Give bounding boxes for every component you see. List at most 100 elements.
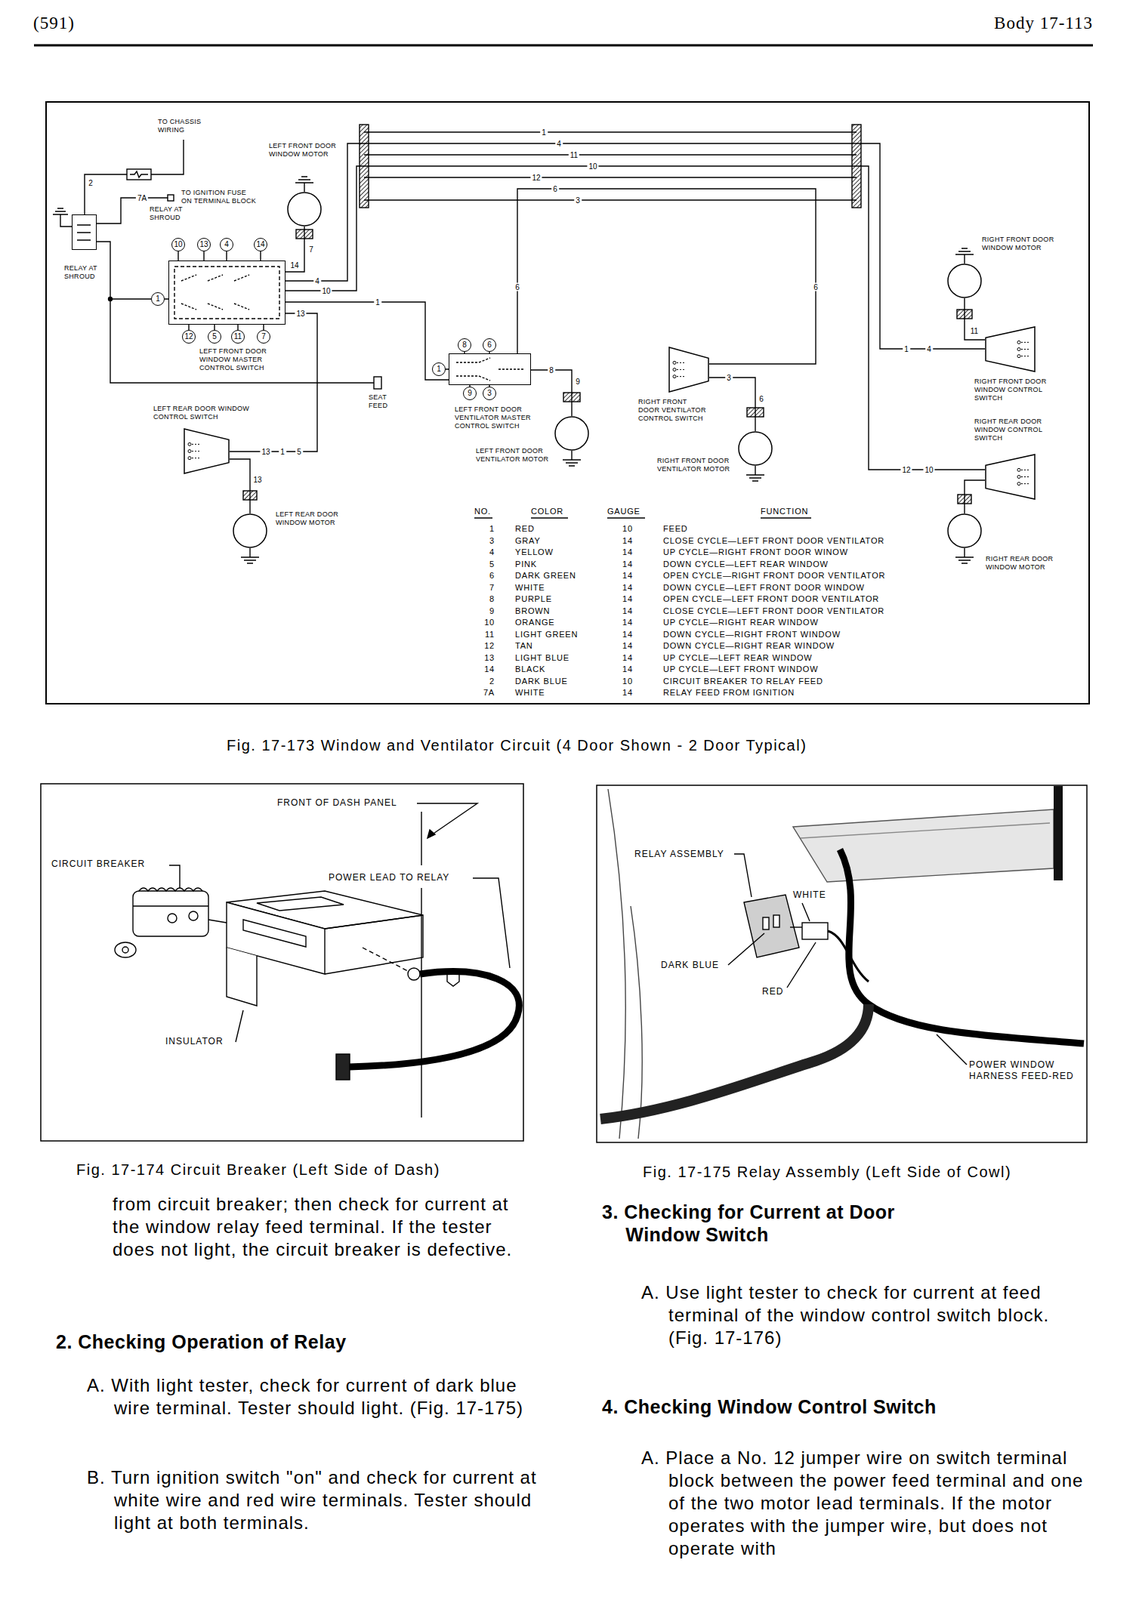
wire-number: 1 bbox=[373, 298, 382, 307]
terminal-number: 1 bbox=[151, 293, 164, 306]
terminal-number: 6 bbox=[483, 339, 496, 352]
table-cell: RED bbox=[515, 524, 535, 535]
table-cell: 10 bbox=[622, 524, 633, 535]
table-cell: 1 bbox=[489, 524, 495, 535]
table-cell: LIGHT GREEN bbox=[515, 629, 578, 640]
wire-number: 9 bbox=[574, 377, 582, 386]
terminal-number: 12 bbox=[182, 330, 195, 343]
component-label: LEFT FRONT DOOR WINDOW MASTER CONTROL SW… bbox=[199, 347, 272, 373]
figure-caption: Fig. 17-173 Window and Ventilator Circui… bbox=[226, 737, 807, 755]
wire bbox=[709, 377, 756, 432]
body-text: B. Turn ignition switch "on" and check f… bbox=[86, 1466, 538, 1535]
table-header: GAUGE bbox=[607, 506, 641, 517]
page-number: (591) bbox=[33, 13, 75, 34]
terminal-number: 6 bbox=[482, 338, 497, 352]
terminal-number: 3 bbox=[482, 386, 497, 401]
table-cell: 4 bbox=[489, 547, 495, 558]
wire bbox=[96, 241, 152, 300]
component-label: RIGHT FRONT DOOR VENTILATOR MOTOR bbox=[657, 456, 733, 474]
component-label: RIGHT FRONT DOOR WINDOW CONTROL SWITCH bbox=[974, 377, 1058, 403]
body-text: from circuit breaker; then check for cur… bbox=[112, 1193, 536, 1262]
table-cell: BLACK bbox=[515, 664, 546, 675]
terminal-number: 1 bbox=[151, 292, 165, 306]
wire-number: 10 bbox=[922, 466, 935, 475]
wire-number: 3 bbox=[725, 373, 733, 383]
switch-symbol: RIGHT REAR DOOR WINDOW CONTROL SWITCH bbox=[984, 453, 1036, 501]
table-cell: DARK BLUE bbox=[515, 676, 568, 687]
table-cell: 14 bbox=[622, 617, 633, 628]
wire-number: 13 bbox=[251, 475, 263, 485]
terminal-number: 1 bbox=[432, 362, 446, 377]
wire-number: 4 bbox=[925, 345, 933, 354]
callout-label: DARK BLUE bbox=[660, 959, 720, 972]
table-cell: 14 bbox=[484, 664, 495, 675]
callout-label: CIRCUIT BREAKER bbox=[51, 858, 146, 871]
terminal-number: 8 bbox=[457, 338, 472, 352]
table-cell: DOWN CYCLE—RIGHT FRONT WINDOW bbox=[663, 629, 841, 640]
table-cell: 2 bbox=[489, 676, 495, 687]
terminal-number: 10 bbox=[172, 238, 185, 251]
table-cell: 7A bbox=[483, 688, 495, 698]
table-cell: 7 bbox=[489, 583, 495, 593]
table-header: FUNCTION bbox=[760, 506, 809, 517]
wire bbox=[229, 459, 251, 514]
section-heading: 3. Checking for Current at Door Window S… bbox=[601, 1200, 920, 1247]
table-cell: 14 bbox=[622, 547, 633, 558]
terminal-number: 9 bbox=[463, 386, 477, 401]
terminal-number: 13 bbox=[197, 237, 211, 252]
motor-symbol: RIGHT FRONT DOOR VENTILATOR MOTOR bbox=[737, 431, 773, 467]
table-cell: UP CYCLE—LEFT FRONT WINDOW bbox=[663, 664, 818, 675]
table-cell: OPEN CYCLE—LEFT FRONT DOOR VENTILATOR bbox=[663, 594, 880, 605]
wire-number: 7A bbox=[135, 194, 149, 203]
terminal-number: 14 bbox=[253, 237, 268, 252]
wire-number: 4 bbox=[555, 139, 563, 149]
wire-number: 2 bbox=[86, 179, 95, 188]
wire bbox=[964, 480, 985, 514]
wire-number: 13 bbox=[294, 309, 306, 318]
section-heading: 4. Checking Window Control Switch bbox=[601, 1395, 1056, 1419]
table-cell: LIGHT BLUE bbox=[515, 653, 570, 664]
wire-number: 5 bbox=[295, 447, 303, 457]
table-cell: FEED bbox=[663, 524, 689, 535]
terminal-number: 11 bbox=[231, 330, 244, 343]
table-cell: GRAY bbox=[515, 536, 541, 547]
table-cell: UP CYCLE—RIGHT REAR WINDOW bbox=[663, 617, 819, 628]
diagram-label: TO CHASSIS WIRING bbox=[157, 117, 211, 135]
table-cell: CIRCUIT BREAKER TO RELAY FEED bbox=[663, 676, 824, 687]
motor-outline bbox=[947, 513, 982, 549]
table-cell: DARK GREEN bbox=[515, 571, 577, 581]
table-cell: 14 bbox=[622, 536, 633, 547]
motor-symbol: LEFT FRONT DOOR VENTILATOR MOTOR bbox=[554, 416, 590, 451]
callout-label: RELAY ASSEMBLY bbox=[634, 848, 725, 861]
switch-outline bbox=[183, 428, 230, 475]
terminal-number: 8 bbox=[458, 339, 471, 352]
table-cell: 14 bbox=[622, 583, 633, 593]
wire bbox=[285, 166, 985, 470]
table-cell: 14 bbox=[622, 571, 633, 581]
table-cell: TAN bbox=[515, 641, 534, 652]
diagram-label: RELAY AT SHROUD bbox=[149, 205, 188, 223]
wire-number: 10 bbox=[586, 162, 599, 171]
table-cell: 10 bbox=[622, 676, 633, 687]
terminal-number: 9 bbox=[463, 387, 476, 400]
wire-number: 11 bbox=[568, 151, 580, 160]
section-heading: 2. Checking Operation of Relay bbox=[55, 1330, 510, 1354]
table-cell: 14 bbox=[622, 653, 633, 664]
terminal-number: 5 bbox=[208, 330, 221, 343]
callout-label: POWER LEAD TO RELAY bbox=[328, 872, 450, 884]
wire-number: 8 bbox=[547, 366, 556, 375]
switch-outline bbox=[668, 346, 710, 393]
wire bbox=[964, 298, 985, 340]
table-cell: 14 bbox=[622, 664, 633, 675]
switch-symbol: LEFT REAR DOOR WINDOW CONTROL SWITCH bbox=[183, 428, 230, 475]
wire-number: 1 bbox=[278, 447, 287, 457]
wire-number: 10 bbox=[320, 287, 332, 296]
wire-number: 6 bbox=[513, 283, 522, 292]
page-header: Body 17-113 bbox=[993, 13, 1093, 34]
component-label: LEFT REAR DOOR WINDOW MOTOR bbox=[275, 510, 348, 528]
wire-number: 6 bbox=[757, 395, 766, 404]
table-cell: 11 bbox=[484, 629, 495, 640]
